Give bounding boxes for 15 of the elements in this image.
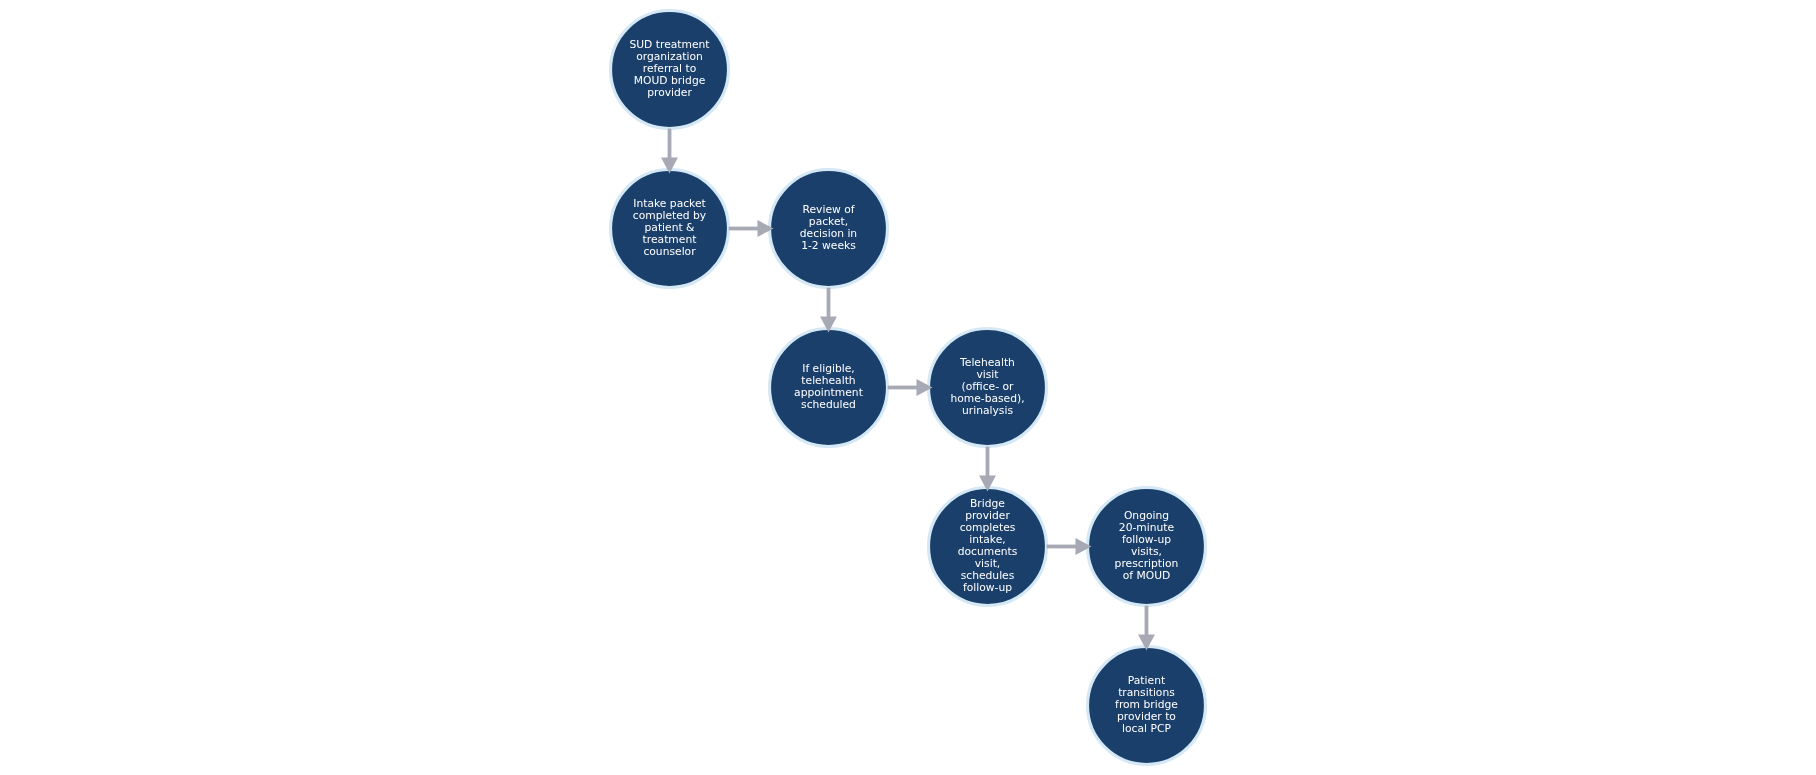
node-circle: Review of packet, decision in 1-2 weeks: [767, 167, 890, 290]
arrow: [728, 220, 774, 237]
node-circle: If eligible, telehealth appointment scheduled: [767, 326, 890, 449]
arrow: [1046, 538, 1092, 555]
arrow: [887, 379, 933, 396]
node-circle: Intake packet completed by patient & treatment counselor: [608, 167, 731, 290]
node-circle: SUD treatment organization referral to MOUD bridge provider: [608, 8, 731, 131]
node-circle: Patient transitions from bridge provider to local PCP: [1085, 644, 1208, 767]
node-circle: Bridge provider completes intake, documents visit, schedules follow-up: [926, 485, 1049, 608]
arrow: [1138, 605, 1155, 651]
node-circle: Telehealth visit (office- or home-based), urinalysis: [926, 326, 1049, 449]
arrow: [820, 287, 837, 333]
node-circle: Ongoing 20-minute follow-up visits, prescription of MOUD: [1085, 485, 1208, 608]
arrow: [979, 446, 996, 492]
arrow: [661, 128, 678, 174]
